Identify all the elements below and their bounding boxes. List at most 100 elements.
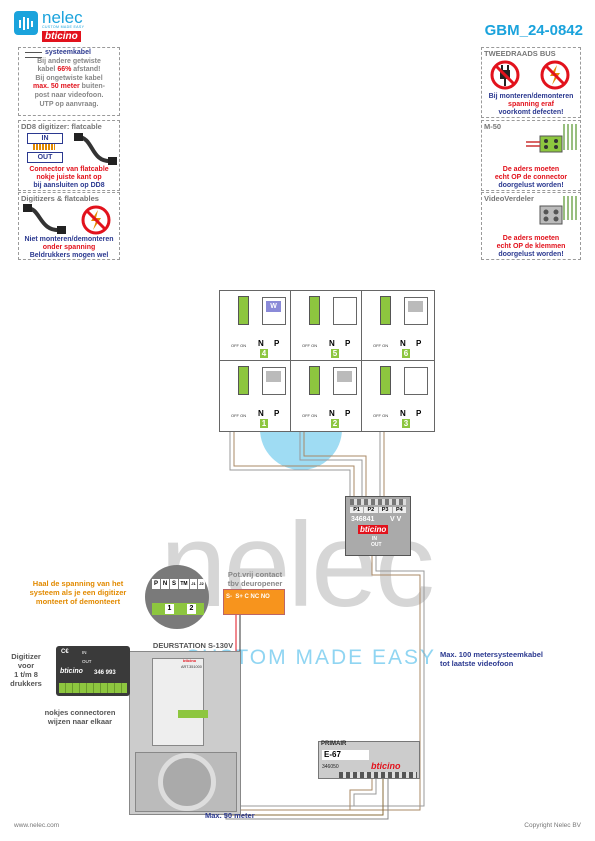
- supply-code: 346050: [322, 764, 339, 770]
- door-station: ART.351000 bticino: [129, 651, 241, 815]
- n-label: N: [400, 409, 406, 418]
- dd8-title: DD8 digitizer: flatcable: [21, 122, 102, 131]
- videophone-panel: W OFF ON N P 4 OFF ON N P 5 OFF ON N P 6…: [219, 290, 435, 432]
- terminal-block-icon: [309, 296, 320, 325]
- digitizers-line1: Niet monteren/demonteren: [24, 236, 114, 243]
- cable-line2: Bij andere getwiste: [37, 58, 101, 65]
- dd8-line2: nokje juiste kant op: [36, 174, 102, 181]
- in-label: IN: [27, 133, 63, 144]
- digitizer-in: IN: [82, 650, 87, 655]
- no-power-icon: [81, 205, 111, 235]
- no-plug-icon: [490, 60, 520, 90]
- screen: [337, 371, 352, 382]
- unit: W OFF ON N P 4: [220, 291, 291, 361]
- note-digitizers: Digitizers & flatcables Niet monteren/de…: [18, 192, 120, 260]
- unit: OFF ON N P 2: [291, 361, 362, 431]
- digitizer-terminal-strip: [59, 683, 127, 693]
- digitizer-label-3: 1 t/m 8: [14, 670, 38, 679]
- in-label: IN: [372, 536, 377, 542]
- p-label: P: [345, 339, 351, 348]
- dd8-line1: Connector van flatcable: [29, 166, 109, 173]
- off-on-switch[interactable]: OFF ON: [231, 343, 247, 348]
- cable-label: systeemkabel: [45, 49, 91, 56]
- cable-icon: [25, 52, 42, 58]
- nokjes-line2: wijzen naar elkaar: [47, 717, 113, 726]
- p-label: P: [274, 339, 280, 348]
- monitor-label: W: [266, 301, 281, 312]
- unit: OFF ON N P 6: [362, 291, 434, 361]
- m50-connector-icon: [526, 124, 577, 153]
- vv-terminal-icon: [539, 196, 577, 225]
- monitor-icon: [333, 367, 357, 395]
- door-station-model: ART.351000: [181, 665, 202, 669]
- power-supply: PRIMAIR E-67 346050 bticino: [318, 741, 420, 779]
- digitizer-label-2: voor: [17, 661, 35, 670]
- port-p3: P3: [378, 507, 392, 513]
- distributor-model: 346841: [351, 516, 375, 523]
- note-bus: TWEEDRAADS BUS Bij monteren/demonteren s…: [481, 47, 581, 118]
- cable-line4: Bij ongetwiste kabel: [35, 75, 103, 82]
- unit: OFF ON N P 3: [362, 361, 434, 431]
- digitizers-line3: Beldrukkers mogen wel: [29, 252, 109, 259]
- bus-line2: spanning eraf: [508, 101, 554, 108]
- vv-title: VideoVerdeler: [484, 194, 534, 203]
- logo-name: nelec: [42, 8, 83, 27]
- p-label: P: [416, 339, 422, 348]
- note-m50: M-50 De aders moeten echt OP de connecto…: [481, 120, 581, 191]
- ce-mark-icon: C€: [61, 649, 69, 655]
- monitor-icon: [404, 297, 428, 325]
- unit-number: 5: [331, 349, 339, 358]
- relay-terminals: S- S+ C NC NO: [226, 594, 270, 600]
- door-station-module: [152, 658, 204, 746]
- note-dd8: DD8 digitizer: flatcable IN OUT Connecto…: [18, 120, 120, 191]
- max100-line2: tot laatste videofoon: [440, 659, 514, 668]
- terminal-block-icon: [309, 366, 320, 395]
- no-power-icon: [540, 60, 570, 90]
- off-on-switch[interactable]: OFF ON: [373, 413, 389, 418]
- supply-model: E-67: [322, 750, 369, 760]
- video-distributor: P1 P2 P3 P4 346841 V V bticino IN OUT: [345, 496, 411, 556]
- off-on-switch[interactable]: OFF ON: [302, 413, 318, 418]
- n-label: N: [400, 339, 406, 348]
- door-station-terminal: [178, 710, 208, 718]
- distributor-terminals: [350, 499, 406, 505]
- port-row: P1 P2 P3 P4: [350, 507, 406, 513]
- nelec-logo: nelec CUSTOM MADE EASY bticino: [14, 8, 124, 45]
- dd8-line3: bij aansluiten op DD8: [33, 182, 105, 189]
- m50-title: M-50: [484, 122, 502, 131]
- unit-number: 4: [260, 349, 268, 358]
- p-label: P: [274, 409, 280, 418]
- note-videoverdeler: VideoVerdeler De aders moeten echt OP de…: [481, 192, 581, 260]
- supply-note-line2: systeem als je een digitizer: [29, 588, 127, 597]
- digitizer-brand: bticino: [60, 668, 83, 675]
- terminal-n2: 2: [187, 604, 196, 614]
- monitor-icon: W: [262, 297, 286, 325]
- out-label: OUT: [371, 542, 382, 548]
- digitizer-label-1: Digitizer: [11, 652, 41, 661]
- max100-line1: Max. 100 metersysteemkabel: [440, 650, 543, 659]
- terminal-block-icon: [380, 296, 391, 325]
- primair-label: PRIMAIR: [321, 741, 347, 747]
- off-on-switch[interactable]: OFF ON: [373, 343, 389, 348]
- digitizer: C€ IN OUT bticino 346 993: [56, 646, 130, 696]
- footer-copyright: Copyright Nelec BV: [524, 822, 581, 829]
- relay-title-line1: Pot.vrij contact: [227, 570, 283, 579]
- off-on-switch[interactable]: OFF ON: [302, 343, 318, 348]
- supply-note-line3: monteert of demonteert: [35, 597, 121, 606]
- n-label: N: [258, 409, 264, 418]
- unit-number: 6: [402, 349, 410, 358]
- terminal-label-n: N: [161, 579, 169, 589]
- digitizer-label-4: drukkers: [10, 679, 42, 688]
- digitizers-line2: onder spanning: [42, 244, 96, 251]
- out-label: OUT: [27, 152, 63, 163]
- nelec-logo-mark: [14, 11, 38, 35]
- p-label: P: [416, 409, 422, 418]
- unit: OFF ON N P 1: [220, 361, 291, 431]
- digitizer-out: OUT: [82, 659, 92, 664]
- n-label: N: [329, 409, 335, 418]
- digitizers-title: Digitizers & flatcables: [21, 194, 99, 203]
- off-on-switch[interactable]: OFF ON: [231, 413, 247, 418]
- bus-title: TWEEDRAADS BUS: [484, 49, 556, 58]
- unit-number: 2: [331, 419, 339, 428]
- vv-line2: echt OP de klemmen: [496, 243, 566, 250]
